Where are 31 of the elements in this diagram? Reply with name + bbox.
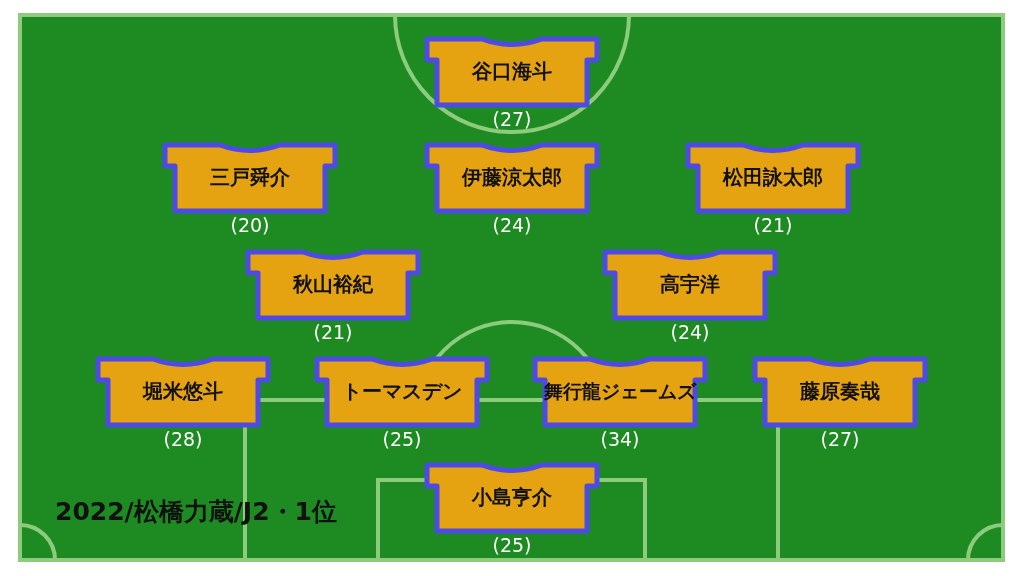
player-name: 松田詠太郎	[721, 164, 824, 190]
age-label: (27)	[819, 428, 861, 450]
player-shirt	[424, 142, 600, 214]
age-label: (27)	[491, 108, 533, 130]
player-shirt	[95, 356, 271, 428]
age-label: (21)	[312, 321, 354, 343]
player-shirt	[245, 249, 421, 321]
age-label: (24)	[491, 214, 533, 236]
player-name: 高宇洋	[659, 271, 721, 297]
age-label: (20)	[229, 214, 271, 236]
player-name: トーマスデン	[341, 378, 463, 404]
player-name: 三戸舜介	[209, 164, 291, 190]
player-shirt	[314, 356, 490, 428]
player-name: 藤原奏哉	[799, 378, 881, 404]
age-label: (28)	[162, 428, 204, 450]
player-shirt	[602, 249, 778, 321]
player-shirt	[424, 462, 600, 534]
player-name: 谷口海斗	[471, 58, 553, 84]
age-label: (25)	[381, 428, 423, 450]
age-label: (21)	[752, 214, 794, 236]
player-shirt	[752, 356, 928, 428]
age-label: (34)	[599, 428, 641, 450]
player-shirt	[424, 36, 600, 108]
age-label: (25)	[491, 534, 533, 556]
age-label: (24)	[669, 321, 711, 343]
player-name: 伊藤涼太郎	[461, 164, 563, 190]
player-name: 秋山裕紀	[291, 271, 374, 297]
player-name: 堀米悠斗	[141, 378, 224, 404]
player-name: 小島亨介	[470, 484, 553, 510]
player-shirt	[162, 142, 338, 214]
player-shirt	[685, 142, 861, 214]
